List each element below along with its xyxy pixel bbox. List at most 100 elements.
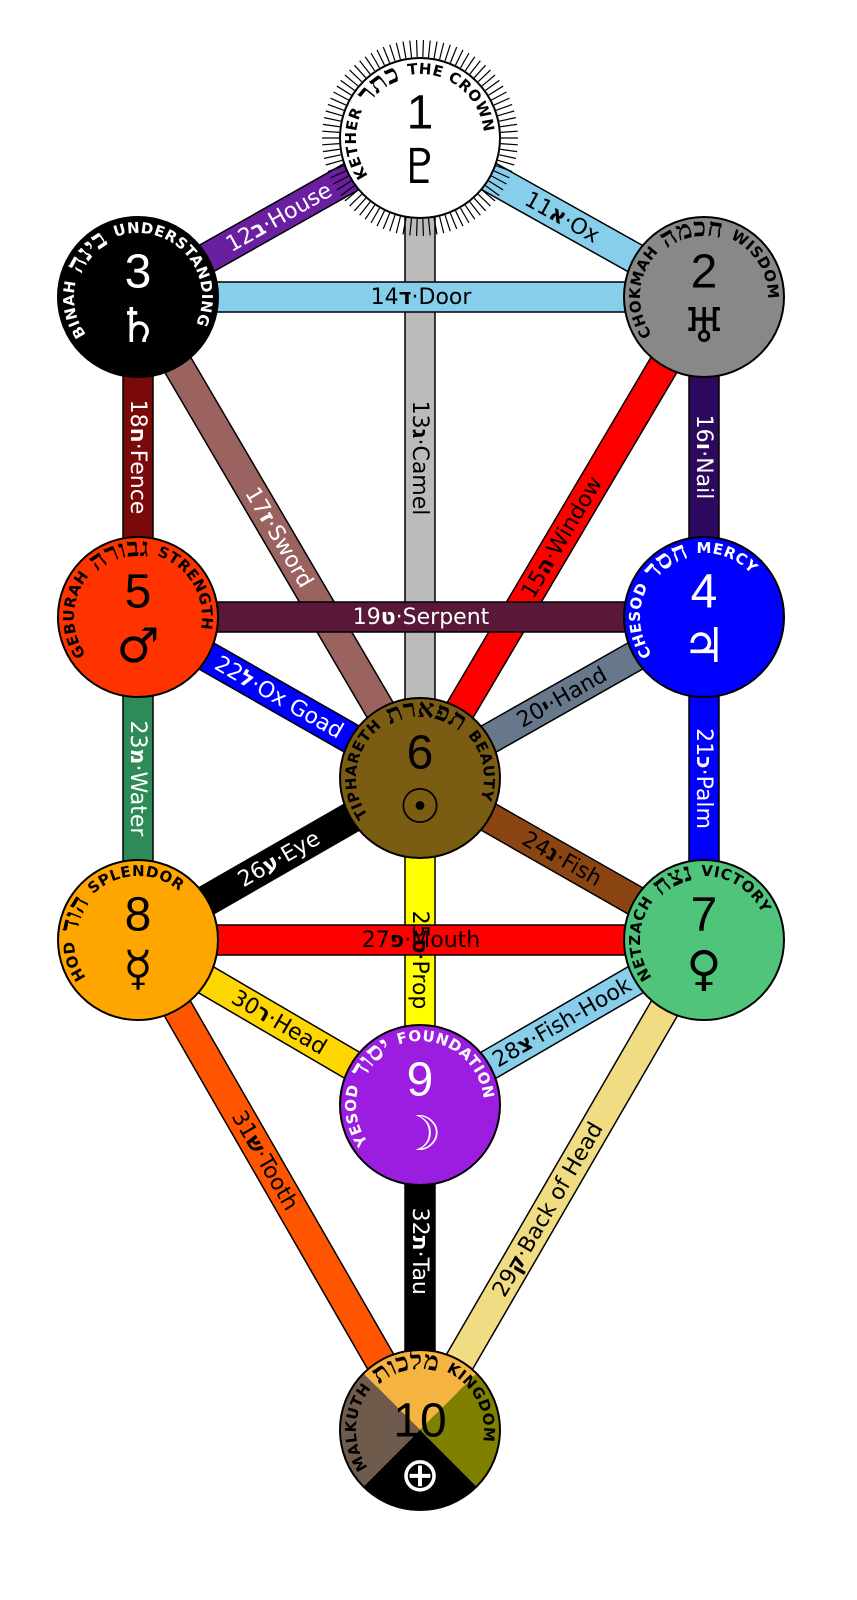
planet-symbol-icon-9: ☽: [398, 1106, 441, 1162]
path-title-19: Serpent: [403, 605, 490, 630]
path-title-32: Tau: [407, 1257, 432, 1295]
sephirah-disc-5: [57, 536, 219, 698]
planet-symbol-icon-4: ♃: [682, 618, 725, 674]
planet-symbol-icon-1: ♇: [398, 139, 441, 195]
path-letter-27: פ: [390, 928, 404, 953]
path-sep-27: ·: [404, 928, 411, 953]
path-label-30: 30ר·Head: [227, 985, 331, 1060]
path-label-12: 12ב·House: [222, 178, 337, 257]
sephirah-disc-2: [623, 216, 785, 378]
path-title-23: Water: [125, 771, 150, 837]
path-sep-18: ·: [125, 443, 150, 450]
path-label-22: 22ל·Ox Goad: [210, 651, 347, 744]
sephirah-number-10: 10: [393, 1395, 446, 1448]
path-label-27: 27פ·Mouth: [362, 928, 480, 953]
malkuth-quarter-top: [363, 1350, 477, 1430]
sephirah-number-3: 3: [125, 246, 152, 299]
path-sep-25: ·: [407, 954, 432, 961]
malkuth-quarter-right: [420, 1373, 501, 1487]
planet-symbol-icon-6: ☉: [398, 779, 441, 835]
planet-symbol-icon-5: ♂: [116, 618, 159, 674]
sephirah-disc-6: [339, 697, 501, 859]
sephirah-disc-7: [623, 859, 785, 1021]
path-label-17: 17ז·Sword: [239, 483, 317, 592]
path-label-15: 15ה·Window: [517, 472, 608, 603]
path-title-22: Ox Goad: [252, 675, 347, 744]
planet-symbol-icon-10: ⊕: [400, 1447, 440, 1503]
path-letter-23: מ: [125, 749, 150, 765]
path-label-29: 29ק·Back of Head: [488, 1118, 609, 1301]
path-title-18: Fence: [125, 450, 150, 515]
path-title-12: House: [264, 178, 336, 234]
path-letter-14: ד: [399, 285, 412, 310]
path-number-16: 16: [691, 415, 716, 443]
path-label-19: 19ט·Serpent: [353, 605, 490, 630]
path-label-23: 23מ·Water: [125, 721, 150, 838]
malkuth-quarter-left: [339, 1373, 420, 1487]
sephirah-disc-8: [57, 859, 219, 1021]
path-title-13: Camel: [407, 445, 432, 515]
sephirah-number-1: 1: [407, 87, 434, 140]
path-title-29: Back of Head: [514, 1118, 609, 1257]
planet-symbol-icon-3: ♄: [116, 298, 159, 354]
sephirah-number-4: 4: [691, 566, 718, 619]
path-letter-13: ג: [407, 429, 432, 439]
path-label-18: 18ח·Fence: [125, 400, 150, 515]
planet-symbol-icon-2: ♅: [682, 298, 725, 354]
path-title-27: Mouth: [411, 928, 480, 953]
path-label-20: 20י·Hand: [513, 663, 612, 734]
sephirah-disc-4: [623, 536, 785, 698]
path-label-25: 25ס·Prop: [407, 911, 432, 1010]
path-title-21: Palm: [691, 776, 716, 829]
path-label-13: 13ג·Camel: [407, 401, 432, 516]
path-title-28: Fish-Hook: [531, 973, 636, 1048]
path-number-23: 23: [125, 721, 150, 749]
path-number-27: 27: [362, 928, 390, 953]
path-sep-23: ·: [125, 764, 150, 771]
sephirah-number-2: 2: [691, 246, 718, 299]
path-letter-21: כ: [691, 756, 716, 768]
path-label-28: 28צ·Fish-Hook: [488, 973, 636, 1073]
sephirah-disc-9: [339, 1024, 501, 1186]
path-letter-18: ח: [125, 428, 150, 443]
path-number-19: 19: [353, 605, 381, 630]
path-sep-16: ·: [691, 450, 716, 457]
planet-symbol-icon-8: ☿: [123, 941, 152, 997]
path-letter-32: ת: [407, 1236, 432, 1251]
path-number-18: 18: [125, 400, 150, 428]
path-title-25: Prop: [407, 961, 432, 1010]
path-letter-25: ס: [407, 939, 432, 954]
path-sep-32: ·: [407, 1251, 432, 1258]
path-number-32: 32: [407, 1208, 432, 1236]
sephirah-number-5: 5: [125, 566, 152, 619]
path-sep-14: ·: [412, 285, 419, 310]
path-label-14: 14ד·Door: [371, 285, 473, 310]
sephirah-number-9: 9: [407, 1054, 434, 1107]
path-number-13: 13: [407, 401, 432, 429]
crown-rays: [322, 40, 518, 236]
path-label-31: 31ש·Tooth: [226, 1106, 303, 1215]
sephirah-disc-3: [57, 216, 219, 378]
sephirah-number-8: 8: [125, 889, 152, 942]
malkuth-quarter-bottom: [363, 1430, 477, 1510]
sephirah-number-7: 7: [691, 889, 718, 942]
path-sep-19: ·: [396, 605, 403, 630]
planet-symbol-icon-7: ♀: [686, 941, 721, 997]
path-letter-19: ט: [381, 605, 396, 630]
path-sep-13: ·: [407, 438, 432, 445]
path-letter-16: ו: [691, 443, 716, 451]
sephirah-number-6: 6: [407, 727, 434, 780]
path-title-14: Door: [419, 285, 473, 310]
path-band-27: [137, 924, 705, 956]
